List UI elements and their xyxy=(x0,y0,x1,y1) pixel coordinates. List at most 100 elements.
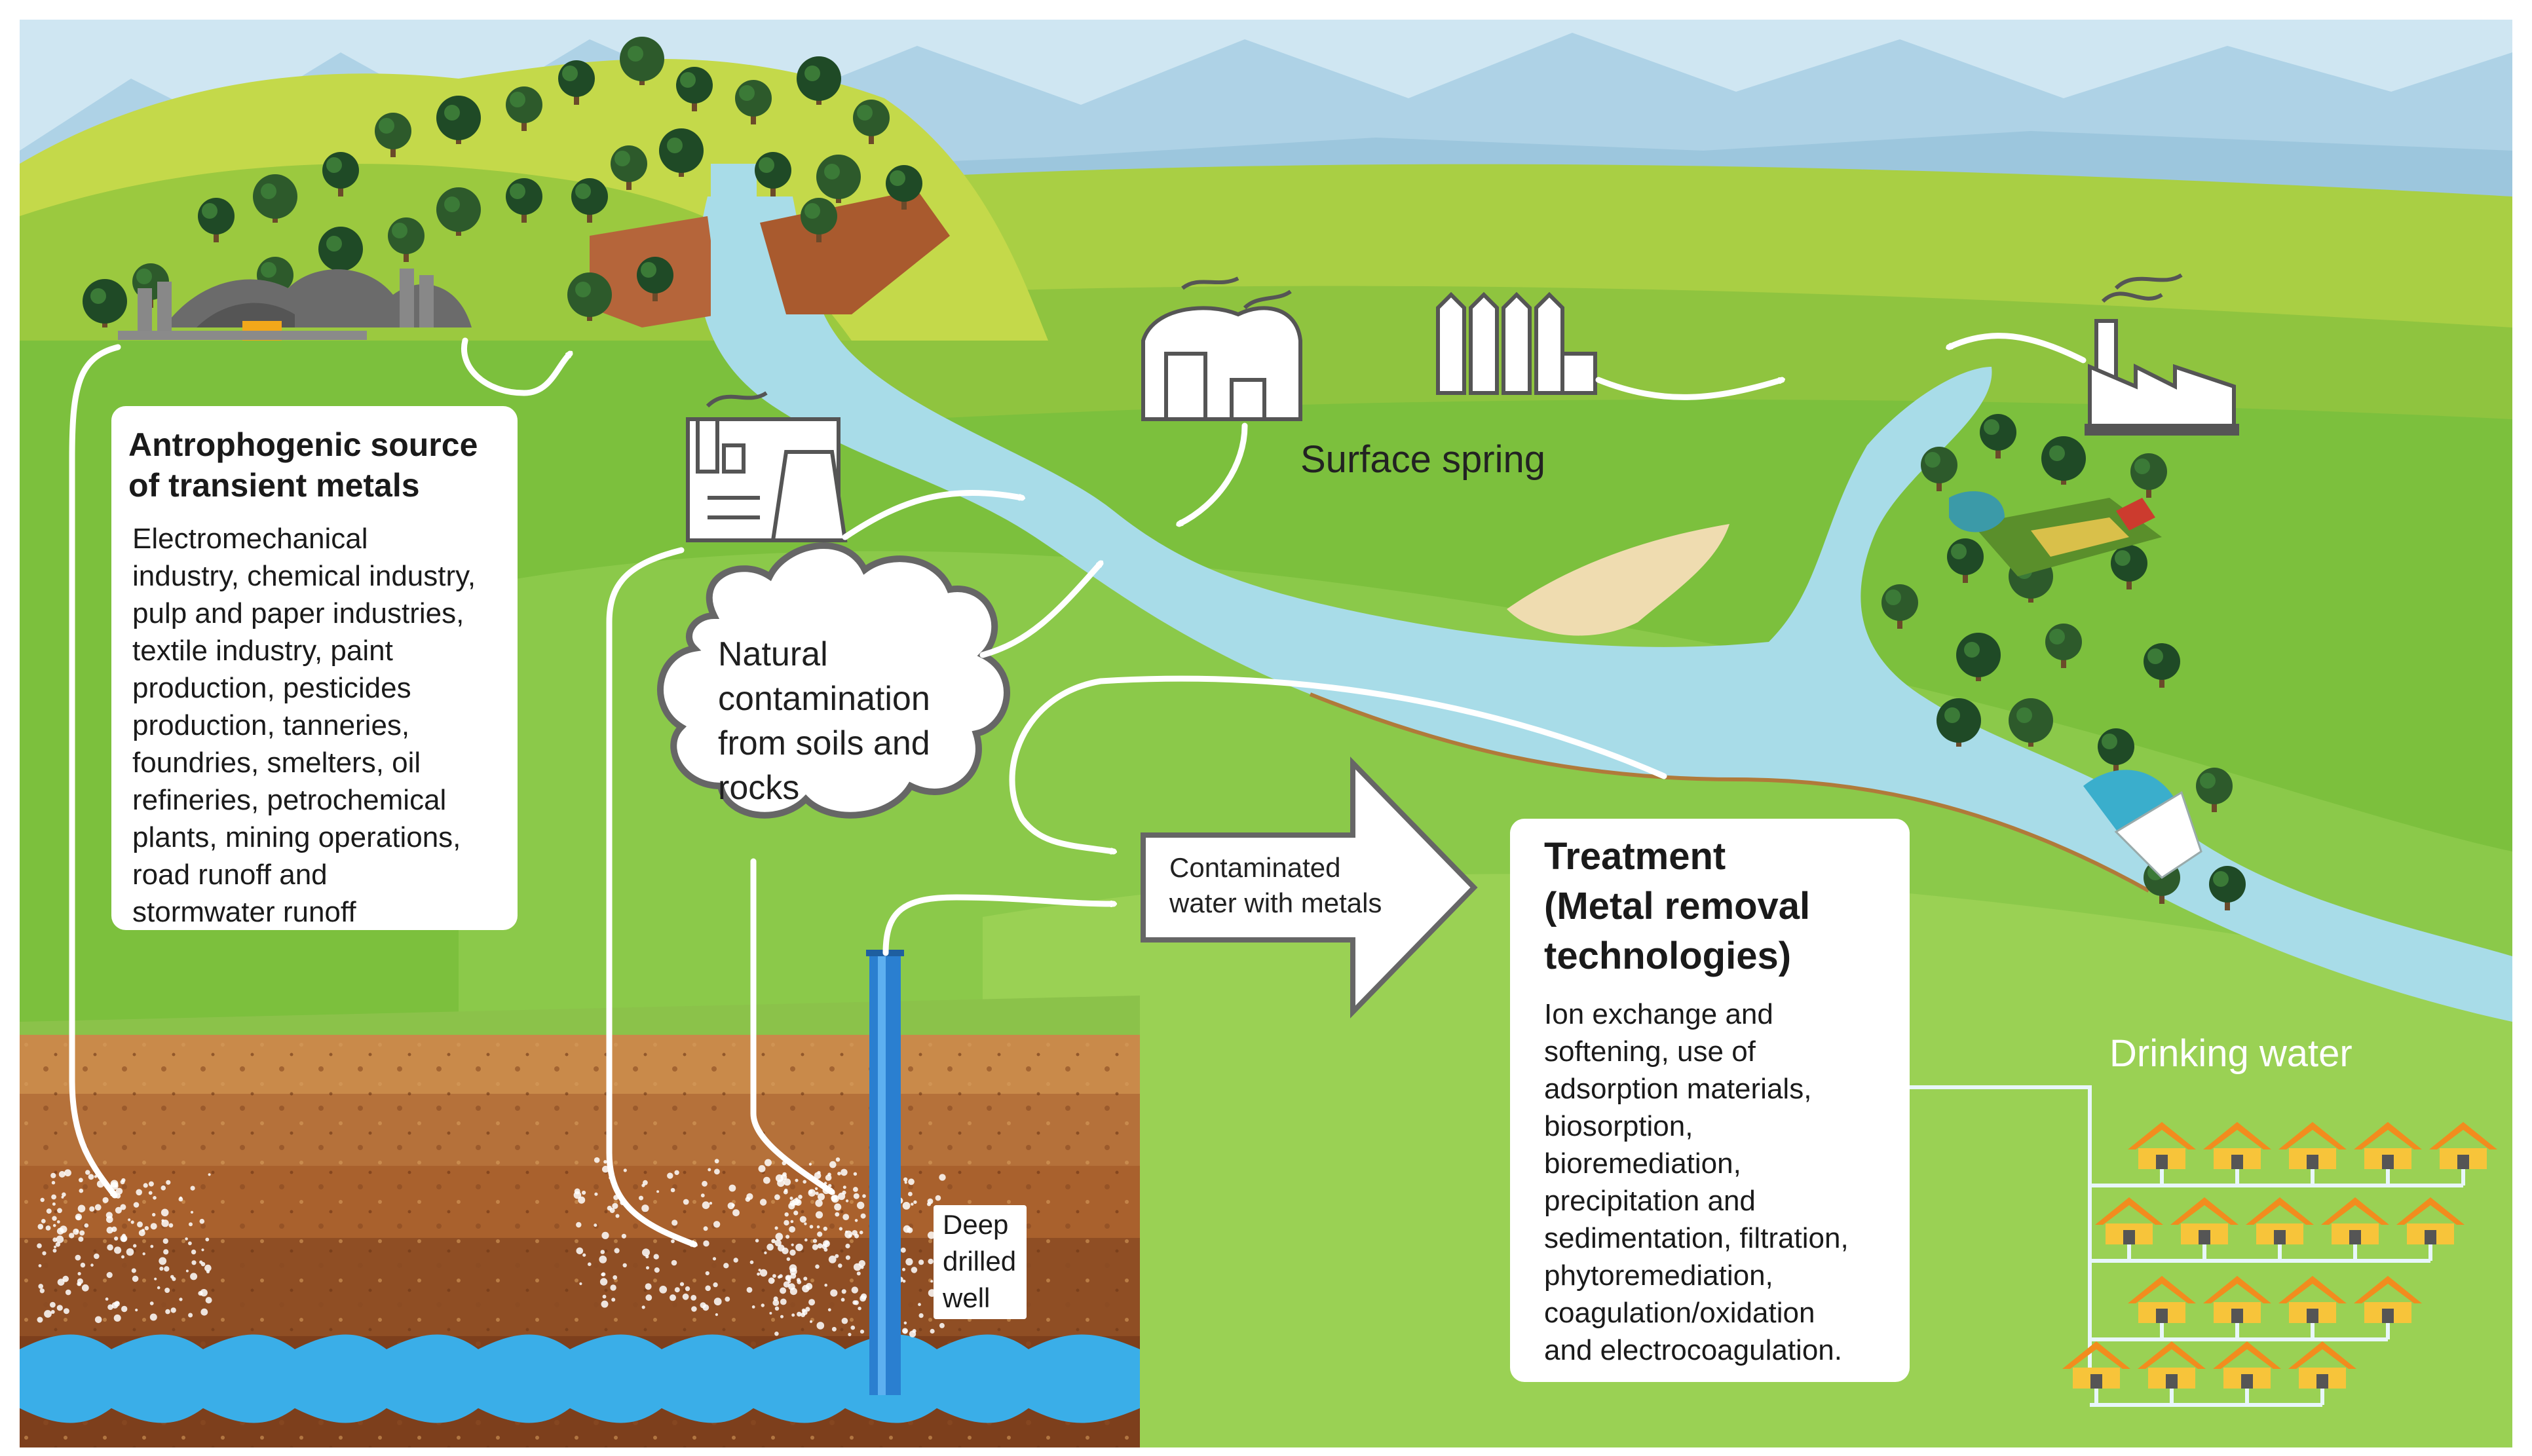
particle xyxy=(611,1297,616,1302)
particle xyxy=(133,1244,137,1248)
particle xyxy=(785,1275,791,1280)
house-icon xyxy=(2203,1122,2271,1169)
particle xyxy=(150,1223,157,1230)
particle xyxy=(854,1233,860,1239)
particle xyxy=(51,1181,56,1185)
tree xyxy=(801,198,837,242)
particle xyxy=(159,1266,164,1271)
particle xyxy=(930,1328,935,1334)
particle xyxy=(44,1310,52,1318)
particle xyxy=(774,1332,779,1336)
particle xyxy=(164,1288,170,1293)
particle xyxy=(621,1233,627,1239)
treatment-description: Ion exchange and softening, use of adsor… xyxy=(1544,996,1876,1369)
particle xyxy=(789,1197,793,1200)
particle xyxy=(653,1254,659,1260)
particle xyxy=(188,1313,193,1318)
particle xyxy=(803,1180,806,1184)
particle xyxy=(918,1260,924,1265)
particle xyxy=(600,1250,605,1254)
particle xyxy=(791,1313,795,1317)
particle xyxy=(774,1239,782,1247)
source-line: plants, mining operations, xyxy=(132,821,461,853)
particle xyxy=(57,1208,62,1214)
particle xyxy=(769,1312,772,1315)
particle xyxy=(789,1288,797,1296)
particle xyxy=(58,1170,66,1178)
particle xyxy=(789,1249,796,1256)
particle xyxy=(656,1190,660,1193)
particle xyxy=(850,1325,856,1330)
particle xyxy=(205,1297,212,1304)
tree xyxy=(2144,643,2180,688)
treatment-line: phytoremediation, xyxy=(1544,1260,1773,1292)
particle xyxy=(642,1248,650,1257)
contaminated-water-arrow[interactable] xyxy=(1141,756,1478,1018)
flow-arrow-factory-down xyxy=(606,547,694,1248)
particle xyxy=(858,1307,861,1311)
particle xyxy=(190,1273,198,1280)
particle xyxy=(582,1190,586,1195)
particle xyxy=(115,1206,122,1214)
particle xyxy=(52,1216,57,1221)
factory-icon-left xyxy=(686,391,848,542)
house-icon xyxy=(2429,1122,2497,1169)
tree xyxy=(253,174,297,223)
particle xyxy=(200,1308,208,1316)
particle xyxy=(834,1203,842,1211)
particle xyxy=(768,1277,775,1284)
particle xyxy=(780,1298,787,1305)
particle xyxy=(828,1256,837,1263)
particle xyxy=(64,1169,71,1177)
natural-line: contamination xyxy=(718,680,930,718)
particle xyxy=(52,1202,56,1206)
particle xyxy=(815,1264,820,1269)
house-icon xyxy=(2278,1122,2347,1169)
house-icon xyxy=(2288,1341,2356,1389)
particle xyxy=(579,1282,582,1286)
particle xyxy=(862,1194,866,1198)
particle xyxy=(765,1159,772,1167)
tree xyxy=(571,178,608,223)
source-title-line: of transient metals xyxy=(128,467,420,504)
particle xyxy=(56,1220,60,1223)
particle xyxy=(80,1262,86,1268)
house-icon xyxy=(2203,1276,2271,1323)
particle xyxy=(853,1187,858,1192)
particle xyxy=(107,1304,113,1310)
house-icon xyxy=(2321,1197,2389,1244)
particle xyxy=(784,1178,791,1186)
particle xyxy=(759,1269,768,1277)
particle xyxy=(902,1279,906,1283)
particle xyxy=(199,1260,203,1264)
natural-contamination-cloud xyxy=(657,542,1010,819)
tree xyxy=(1937,698,1981,747)
house-icon xyxy=(2095,1197,2163,1244)
tree xyxy=(506,86,542,131)
anthropogenic-source-box: Antrophogenic source of transient metals… xyxy=(111,406,518,930)
natural-line: Natural xyxy=(718,635,828,673)
particle xyxy=(700,1302,706,1309)
particle xyxy=(784,1212,789,1217)
particle xyxy=(37,1243,42,1248)
particle xyxy=(795,1243,803,1252)
particle xyxy=(77,1278,83,1284)
particle xyxy=(908,1178,915,1185)
particle xyxy=(63,1308,69,1315)
particle xyxy=(815,1191,819,1195)
particle xyxy=(54,1245,57,1248)
particle xyxy=(190,1210,194,1214)
tree xyxy=(2196,768,2233,812)
source-description: Electromechanical industry, chemical ind… xyxy=(128,520,501,931)
particle xyxy=(84,1223,89,1228)
tree xyxy=(436,96,481,144)
particle xyxy=(133,1202,140,1208)
particle xyxy=(903,1329,908,1334)
particle xyxy=(842,1185,846,1189)
treatment-line: precipitation and xyxy=(1544,1185,1756,1217)
particle xyxy=(791,1243,794,1246)
particle xyxy=(56,1235,64,1243)
tree xyxy=(735,80,772,124)
particle xyxy=(166,1180,171,1185)
treatment-line: sedimentation, filtration, xyxy=(1544,1222,1849,1254)
